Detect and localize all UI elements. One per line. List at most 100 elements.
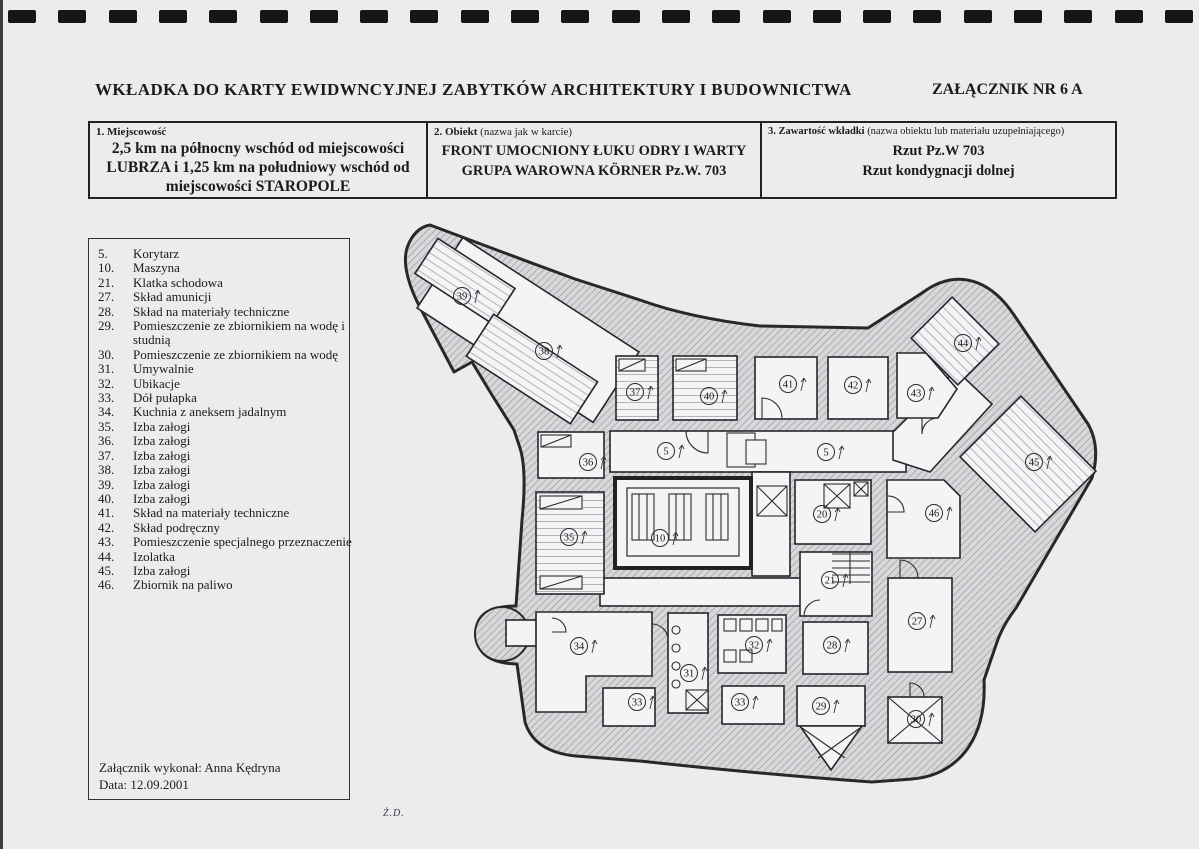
binding-hole bbox=[209, 10, 238, 23]
room-label: 40 bbox=[700, 387, 728, 405]
binding-hole bbox=[1064, 10, 1093, 23]
svg-text:45: 45 bbox=[1029, 458, 1040, 469]
field2-value-line: FRONT UMOCNIONY ŁUKU ODRY I WARTY bbox=[441, 143, 747, 159]
binding-hole bbox=[812, 10, 841, 23]
field2-value-line: GRUPA WAROWNA KÖRNER Pz.W. 703 bbox=[461, 163, 727, 179]
legend-item-number: 46. bbox=[98, 577, 115, 593]
field3-label-note: (nazwa obiektu lub materiału uzupełniają… bbox=[864, 126, 1065, 137]
legend-item-number: 35. bbox=[98, 418, 115, 434]
binding-hole bbox=[460, 10, 489, 23]
room-label: 33 bbox=[628, 693, 656, 711]
legend-item-text: Umywalnie bbox=[133, 361, 194, 377]
legend-item-number: 28. bbox=[98, 303, 115, 319]
legend-item-text: Izba załogi bbox=[133, 476, 191, 492]
svg-text:10: 10 bbox=[655, 534, 666, 545]
svg-text:31: 31 bbox=[684, 669, 695, 680]
legend-item-text: Ubikacje bbox=[133, 375, 180, 391]
legend-item-text: Izolatka bbox=[133, 548, 175, 564]
room-label: 5 bbox=[657, 442, 685, 460]
legend-item-number: 37. bbox=[98, 447, 115, 463]
wing-northwest bbox=[413, 236, 641, 425]
svg-text:21: 21 bbox=[825, 576, 836, 587]
field-miejscowosc: 1. Miejscowość 2,5 km na północny wschód… bbox=[90, 123, 426, 197]
binding-hole bbox=[913, 10, 942, 23]
legend-item: 45. Izba załogi bbox=[89, 562, 349, 578]
legend-item-text: Pomieszczenie ze zbiornikiem na wodę bbox=[133, 346, 339, 362]
legend-item-number: 27. bbox=[98, 289, 115, 305]
legend-item-number: 41. bbox=[98, 505, 115, 521]
room-label: 32 bbox=[745, 636, 773, 654]
legend-item: 10.Maszyna bbox=[89, 260, 349, 275]
legend-item-number: 39. bbox=[98, 476, 115, 492]
legend-item-number: 5. bbox=[98, 246, 108, 261]
legend-item-number: 21. bbox=[98, 274, 115, 290]
binding-hole bbox=[108, 10, 137, 23]
room-label: 10 bbox=[651, 529, 679, 547]
legend-item: 21.Klatka schodowa bbox=[89, 274, 349, 290]
legend-item-text: Skład na materiały techniczne bbox=[133, 303, 290, 319]
room-label: 44 bbox=[954, 334, 982, 352]
legend-item-text: Zbiornik na paliwo bbox=[133, 577, 233, 593]
svg-text:32: 32 bbox=[749, 641, 760, 652]
legend-item: 38.Izba załogi bbox=[89, 462, 349, 478]
svg-text:5: 5 bbox=[823, 448, 828, 459]
legend-item-number: 44. bbox=[98, 548, 115, 564]
drafter-line: Załącznik wykonał: Anna Kędryna bbox=[99, 760, 281, 775]
room-label: 28 bbox=[823, 636, 851, 654]
legend-item-number: 45. bbox=[98, 562, 115, 578]
room-label: 42 bbox=[844, 376, 872, 394]
legend-item: 28. Skład na materiały techniczne bbox=[89, 303, 349, 319]
field-zawartosc: 3. Zawartość wkładki (nazwa obiektu lub … bbox=[760, 123, 1115, 197]
legend-item-text: Kuchnia z aneksem jadalnym bbox=[133, 404, 287, 420]
legend-item-number: 33. bbox=[98, 390, 115, 406]
plan-symbols bbox=[539, 358, 943, 759]
legend-item: 42.Skład podręczny bbox=[89, 520, 349, 535]
legend-item-text: Skład na materiały techniczne bbox=[133, 505, 290, 521]
room-label: 43 bbox=[907, 384, 935, 402]
room-label: 34 bbox=[570, 637, 598, 655]
legend-item: 35.Izba załogi bbox=[89, 418, 349, 434]
legend-item: 33.Dół pułapka bbox=[89, 390, 349, 406]
field1-value-line: miejscowości STAROPOLE bbox=[165, 178, 351, 195]
legend-item-text: Izba załogi bbox=[133, 490, 191, 506]
legend-item: 43.Pomieszczenie specjalnego przeznaczen… bbox=[89, 534, 352, 550]
room-label: 37 bbox=[626, 383, 654, 401]
binding-hole bbox=[1164, 10, 1193, 23]
svg-text:30: 30 bbox=[911, 715, 922, 726]
machine-room bbox=[613, 476, 753, 570]
legend-item-text: Izba załogi bbox=[133, 562, 191, 578]
binding-hole bbox=[309, 10, 338, 23]
legend-item-number: 38. bbox=[98, 462, 115, 478]
legend-item-number: 30. bbox=[98, 346, 115, 362]
drafter-initials: Ż.D. bbox=[383, 808, 405, 819]
legend-item: 36.Izba załogi bbox=[89, 433, 349, 449]
legend-item-number: 29. bbox=[98, 318, 115, 334]
room-label: 33 bbox=[731, 693, 759, 711]
room-label: 27 bbox=[908, 612, 936, 630]
room-label: 31 bbox=[680, 664, 708, 682]
binding-hole bbox=[410, 10, 439, 23]
legend-item-number: 43. bbox=[98, 534, 115, 550]
legend-item-text: Skład amunicji bbox=[133, 289, 212, 305]
binding-hole bbox=[712, 10, 741, 23]
svg-text:27: 27 bbox=[912, 617, 923, 628]
room-label: 39 bbox=[453, 287, 481, 305]
field3-label: 3. Zawartość wkładki bbox=[768, 126, 865, 137]
binding-hole bbox=[561, 10, 590, 23]
room-label: 20 bbox=[813, 505, 841, 523]
room-label: 45 bbox=[1025, 453, 1053, 471]
legend-item: 29. Pomieszczenie ze zbiornikiem na wodę … bbox=[89, 318, 349, 348]
binding-hole bbox=[611, 10, 640, 23]
field1-value-line: LUBRZA i 1,25 km na południowy wschód od bbox=[106, 159, 410, 176]
legend-item-text: Izba załogi bbox=[133, 447, 191, 463]
field1-value-line: 2,5 km na północny wschód od miejscowośc… bbox=[111, 140, 405, 157]
legend-item-text-wrap: studnią bbox=[133, 332, 171, 348]
legend-item-number: 36. bbox=[98, 433, 115, 449]
legend-item: 27. Skład amunicji bbox=[89, 289, 349, 305]
binding-hole bbox=[259, 10, 288, 23]
binding-hole bbox=[1014, 10, 1042, 23]
attachment-number: ZAŁĄCZNIK NR 6 A bbox=[932, 81, 1083, 98]
